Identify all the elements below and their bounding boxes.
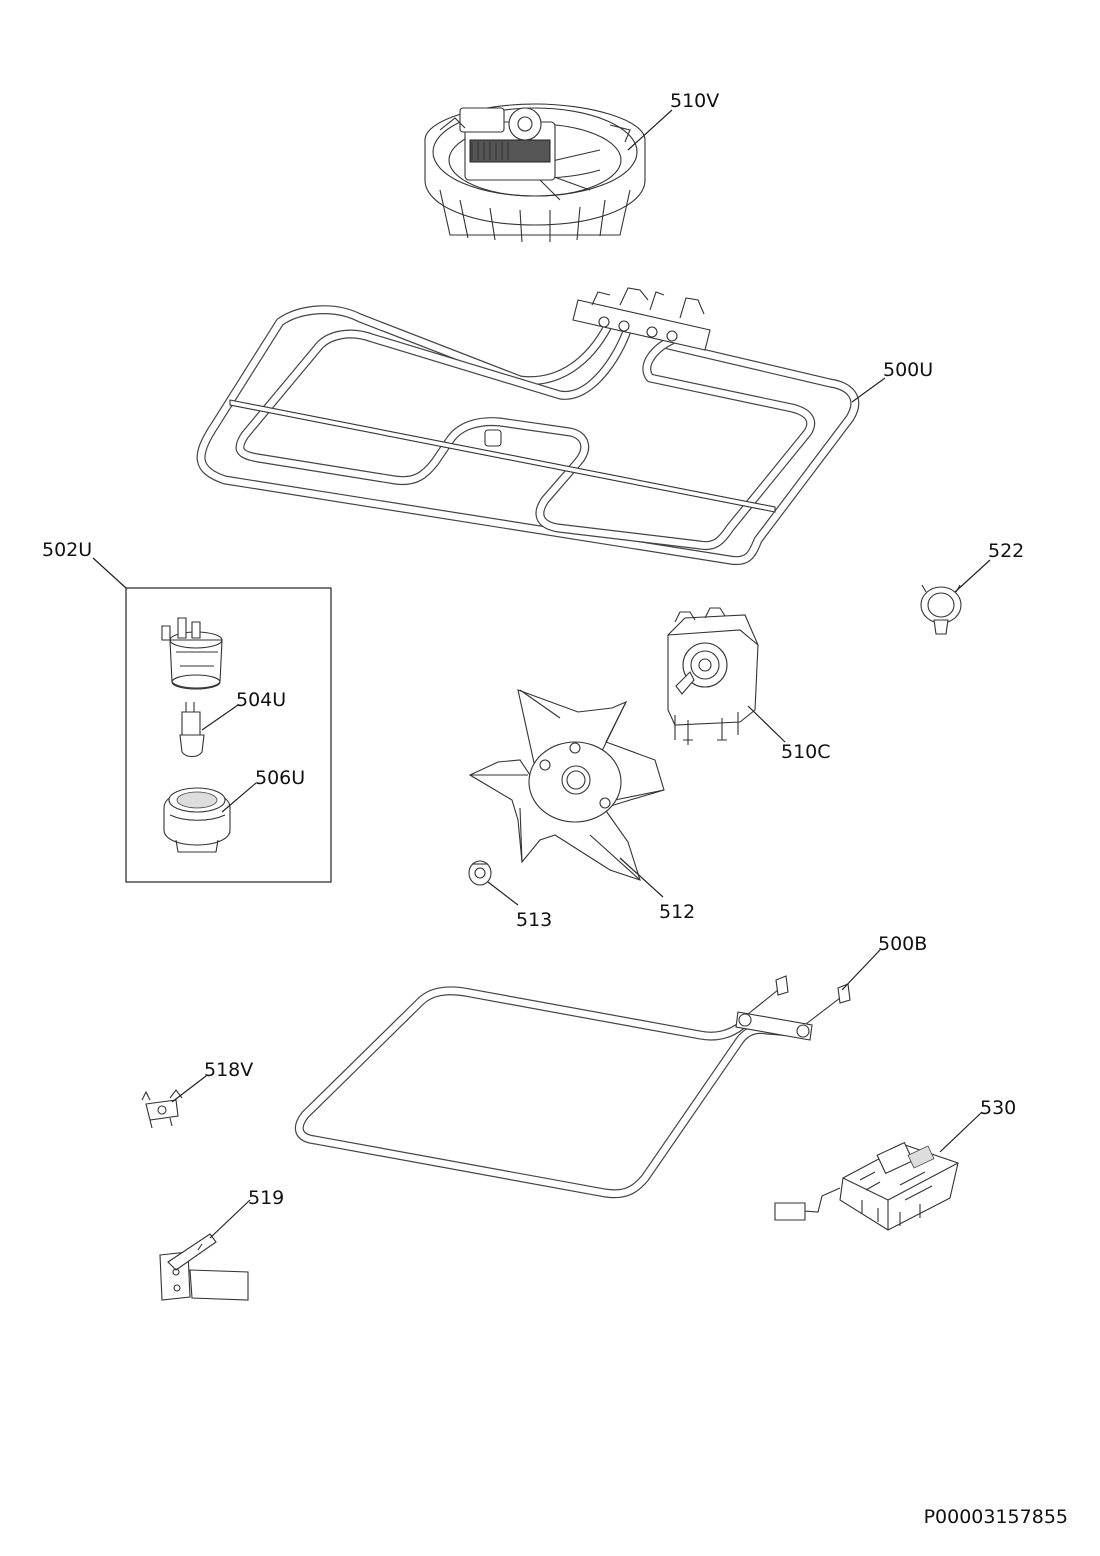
label-510v: 510V — [670, 90, 719, 112]
leader-518v — [171, 1075, 207, 1103]
fan-motor-assembly-icon — [424, 103, 646, 243]
leader-500u — [851, 377, 886, 403]
thermostat-icon — [141, 1089, 183, 1129]
label-512: 512 — [659, 901, 695, 923]
label-510c: 510C — [781, 741, 831, 763]
label-506u: 506U — [255, 767, 305, 789]
motor-icon — [667, 607, 759, 745]
bracket-icon — [159, 1233, 249, 1301]
leader-522 — [954, 559, 991, 593]
lamp-kit-frame — [125, 587, 332, 883]
nut-icon — [468, 860, 492, 886]
leader-502u — [92, 557, 127, 589]
clip-icon — [920, 584, 962, 635]
label-504u: 504U — [236, 689, 286, 711]
label-513: 513 — [516, 909, 552, 931]
leader-500b — [841, 949, 881, 991]
lamp-cover-icon — [163, 787, 231, 853]
leader-512 — [619, 857, 664, 898]
label-502u: 502U — [42, 539, 92, 561]
upper-heating-element-icon — [196, 287, 860, 566]
label-519: 519 — [248, 1187, 284, 1209]
leader-506u — [221, 782, 257, 813]
label-518v: 518V — [204, 1059, 253, 1081]
lamp-bulb-icon — [179, 702, 205, 758]
control-board-icon — [774, 1141, 959, 1231]
label-500u: 500U — [883, 359, 933, 381]
fan-blade-icon — [468, 689, 665, 881]
leader-513 — [487, 881, 519, 906]
document-id: P00003157855 — [924, 1506, 1068, 1528]
leader-510v — [627, 109, 673, 151]
lamp-assembly-kit-icon — [161, 617, 223, 690]
leader-504u — [201, 704, 239, 731]
label-500b: 500B — [878, 933, 927, 955]
label-522: 522 — [988, 540, 1024, 562]
leader-510c — [747, 705, 786, 743]
label-530: 530 — [980, 1097, 1016, 1119]
lower-heating-element-icon — [294, 975, 851, 1199]
leader-519 — [209, 1199, 251, 1239]
leader-530 — [939, 1111, 983, 1153]
